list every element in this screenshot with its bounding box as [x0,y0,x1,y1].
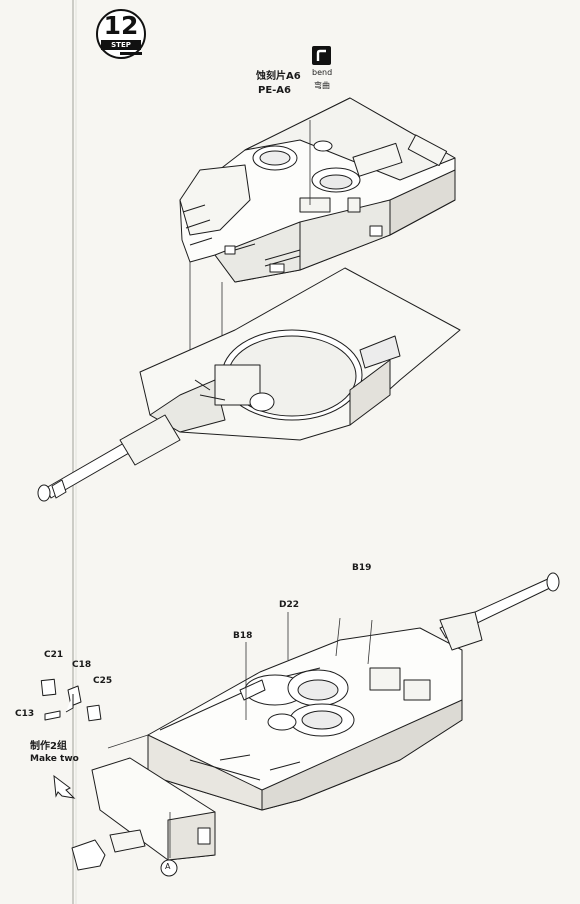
step-badge: 12 STEP [96,10,146,60]
make-two-label-cn: 制作2组 [30,741,67,752]
lower-guide-lines [107,612,373,858]
turret-floor-plate [139,267,461,441]
callout-letter: A [165,862,171,871]
part-label-c25: C25 [93,676,113,686]
step-badge-shape [96,9,146,59]
part-label-b19: B19 [352,563,372,573]
small-parts-c-group [40,678,102,722]
step-number: 12 [103,11,139,40]
part-label-b18: B18 [233,631,253,641]
bend-label-cn: 弯曲 [314,81,330,90]
part-label-c21: C21 [44,650,64,660]
pe-part-label-en: PE-A6 [258,85,292,96]
part-label-c18: C18 [72,660,92,670]
bend-icon [312,46,331,65]
turret-upper-shell [179,97,456,283]
main-gun-barrel-lower [439,572,560,651]
part-label-c13: C13 [15,709,35,719]
main-gun-barrel-upper [37,414,181,502]
turret-bustle [71,757,216,871]
bend-label-en: bend [312,68,333,77]
callout-circle [160,859,178,877]
turret-lower-shell [147,627,463,811]
make-two-arrow [53,774,76,799]
pe-part-label-cn: 蚀刻片A6 [256,71,301,82]
make-two-label-en: Make two [30,754,79,764]
step-word: STEP [111,41,131,49]
part-label-d22: D22 [279,600,299,610]
